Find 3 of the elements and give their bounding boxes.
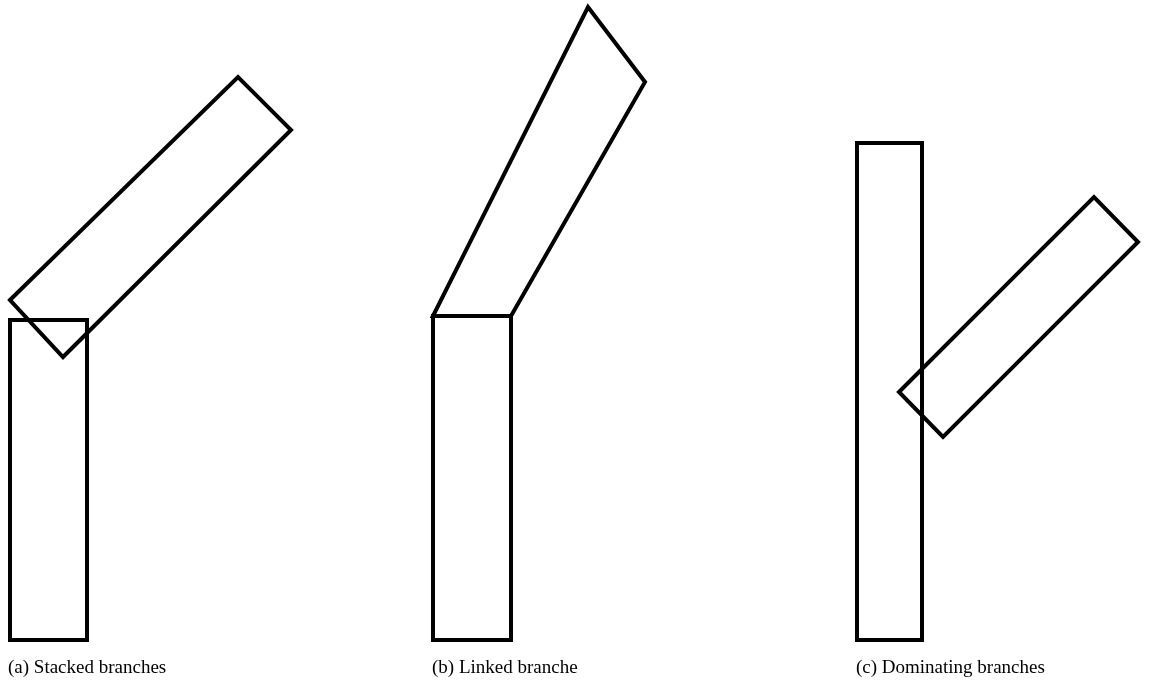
figure-caption: (a) Stacked branches [8, 656, 167, 678]
figure-caption: (b) Linked branche [432, 656, 578, 678]
figure-caption: (c) Dominating branches [856, 656, 1045, 678]
